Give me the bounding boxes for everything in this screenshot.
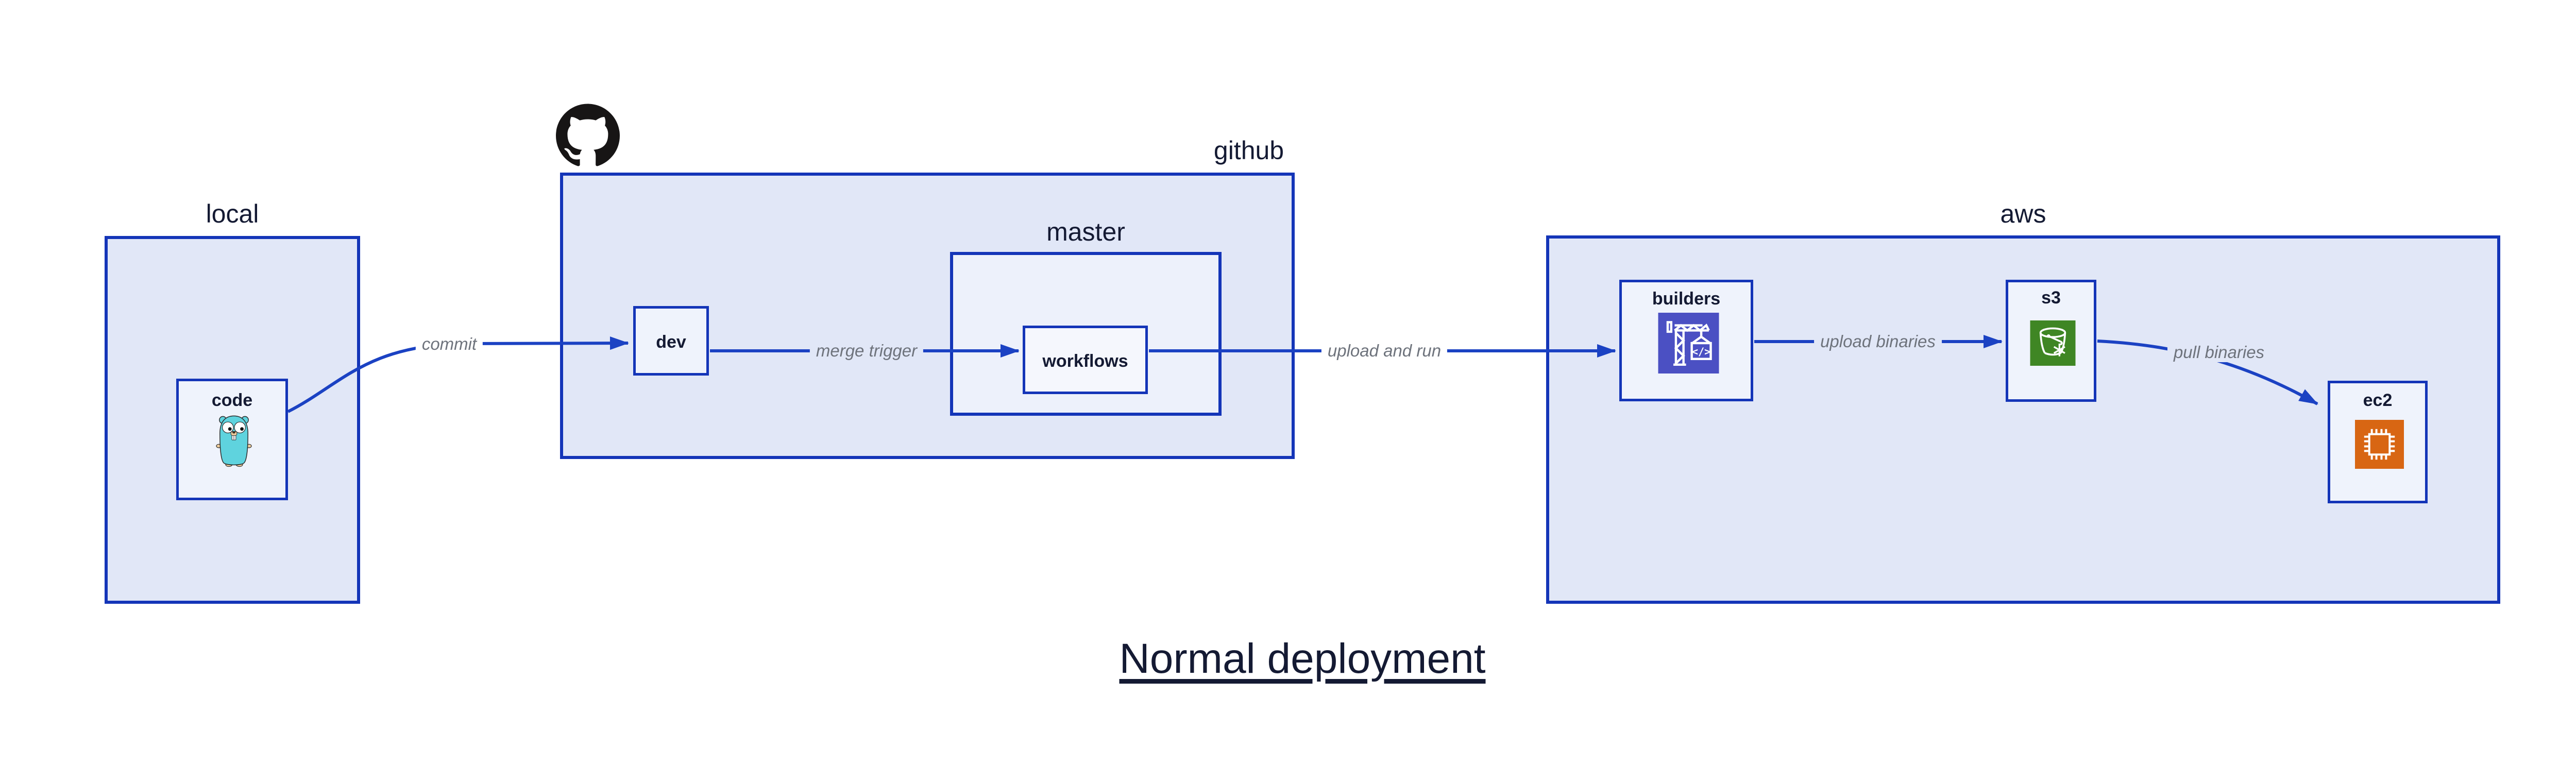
node-dev: dev <box>633 306 709 376</box>
page-title: Normal deployment <box>1119 635 1486 682</box>
aws-s3-glacier-bucket-icon <box>2030 320 2076 366</box>
node-workflows-label: workflows <box>1042 351 1128 371</box>
node-code: code <box>176 379 288 500</box>
node-workflows: workflows <box>1023 326 1148 394</box>
node-dev-label: dev <box>656 332 686 352</box>
edge-label-merge-trigger: merge trigger <box>809 341 924 361</box>
node-builders-label: builders <box>1652 289 1721 309</box>
go-gopher-icon <box>216 415 252 467</box>
svg-text:</>: </> <box>1692 346 1710 358</box>
edge-label-commit: commit <box>415 334 483 354</box>
group-master-label: master <box>1046 217 1125 246</box>
aws-ec2-chip-icon <box>2355 420 2404 469</box>
aws-codebuild-crane-icon: </> <box>1658 313 1719 373</box>
node-code-label: code <box>211 390 253 410</box>
github-octocat-logo-icon <box>556 104 620 166</box>
edge-label-upload-binaries: upload binaries <box>1814 332 1942 351</box>
node-s3-label: s3 <box>2041 288 2061 308</box>
group-github-label: github <box>1213 136 1284 165</box>
group-aws-label: aws <box>2000 199 2046 228</box>
node-ec2: ec2 <box>2328 381 2428 503</box>
node-builders: builders </> <box>1619 280 1753 401</box>
group-local-label: local <box>206 199 259 228</box>
edge-label-pull-binaries: pull binaries <box>2167 343 2271 362</box>
edge-label-upload-and-run: upload and run <box>1321 341 1448 361</box>
node-ec2-label: ec2 <box>2363 390 2393 410</box>
node-s3: s3 <box>2006 280 2096 402</box>
